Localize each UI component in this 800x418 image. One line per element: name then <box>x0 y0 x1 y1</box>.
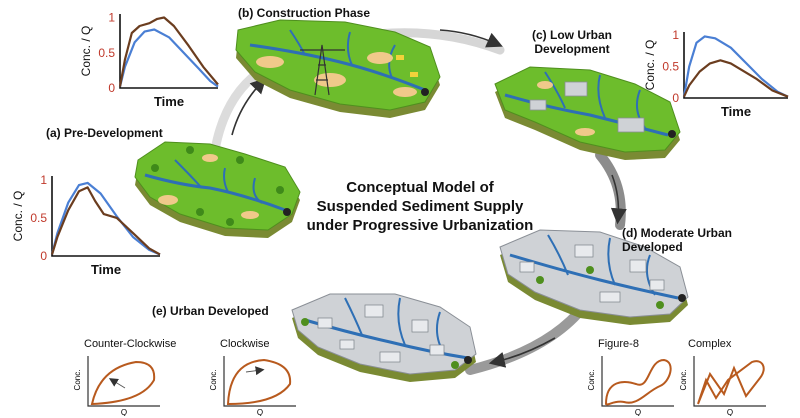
stage-label-e: (e) Urban Developed <box>152 304 269 318</box>
stage-label-c-line1: (c) Low Urban <box>532 28 612 42</box>
pattern-label-complex: Complex <box>688 338 732 350</box>
stage-label-b: (b) Construction Phase <box>238 6 371 20</box>
x-axis-label: Time <box>154 94 184 109</box>
stage-label-c-line2: Development <box>534 42 610 56</box>
y-tick-label: 0.5 <box>98 46 115 60</box>
hysteresis-counter-clockwise: Conc. Q <box>73 356 160 416</box>
cycle-arrows <box>231 29 627 368</box>
arrow-b-to-c <box>439 29 503 48</box>
island-moderate-urban <box>499 229 689 325</box>
axis-label-conc: Conc. <box>679 370 688 391</box>
island-urban-developed <box>291 293 477 382</box>
axis-label-q: Q <box>635 408 641 416</box>
arrow-d-to-e <box>488 337 556 368</box>
island-pre-development <box>134 141 301 238</box>
y-axis-label: Conc. / Q <box>643 40 657 91</box>
axis-lines <box>87 356 160 407</box>
title-line-1: Conceptual Model of <box>346 179 494 196</box>
series-line-1 <box>683 59 789 98</box>
axis-label-q: Q <box>121 408 127 416</box>
axis-label-conc: Conc. <box>73 370 82 391</box>
series-line-1 <box>50 186 161 256</box>
y-tick-label: 0 <box>40 249 47 263</box>
island-low-urban <box>494 66 681 160</box>
ring-segment-d-e <box>465 300 590 375</box>
hysteresis-figure-8: Conc. Q <box>587 356 674 416</box>
hysteresis-loop <box>90 360 156 406</box>
hysteresis-loop <box>226 358 292 406</box>
axis-lines <box>601 356 674 407</box>
series-line-0 <box>118 28 219 88</box>
stage-label-a: (a) Pre-Development <box>46 126 163 140</box>
pattern-label-clockwise: Clockwise <box>220 338 270 350</box>
axis-label-q: Q <box>257 408 263 416</box>
axis-label-conc: Conc. <box>209 370 218 391</box>
x-axis-label: Time <box>721 104 751 119</box>
hysteresis-loop <box>697 360 765 405</box>
stage-label-c: (c) Low Urban Development <box>532 28 612 56</box>
hysteresis-loop <box>604 358 672 406</box>
axis-label-q: Q <box>727 408 733 416</box>
y-axis-label: Conc. / Q <box>11 191 25 242</box>
stage-label-d: (d) Moderate Urban Developed <box>622 226 732 254</box>
pattern-label-figure-8: Figure-8 <box>598 338 639 350</box>
y-tick-label: 0 <box>672 91 679 105</box>
stage-label-d-line1: (d) Moderate Urban <box>622 226 733 240</box>
chart-axes <box>683 32 788 99</box>
series-line-1 <box>118 16 219 87</box>
y-tick-label: 0.5 <box>30 211 47 225</box>
title-line-2: Suspended Sediment Supply <box>316 198 524 215</box>
arrow-c-to-d <box>610 174 627 225</box>
y-tick-label: 1 <box>672 28 679 42</box>
axis-lines <box>693 356 766 407</box>
chart-axes <box>119 14 218 89</box>
y-tick-label: 0 <box>108 81 115 95</box>
stage-label-d-line2: Developed <box>622 240 683 254</box>
y-axis-label: Conc. / Q <box>79 26 93 77</box>
y-tick-label: 1 <box>108 11 115 25</box>
chart-axes <box>51 176 160 257</box>
hysteresis-clockwise: Conc. Q <box>209 356 296 416</box>
series-line-0 <box>50 181 161 256</box>
axis-label-conc: Conc. <box>587 370 596 391</box>
diagram-title: Conceptual Model of Suspended Sediment S… <box>300 178 540 235</box>
y-tick-label: 1 <box>40 173 47 187</box>
x-axis-label: Time <box>91 262 121 277</box>
series-line-0 <box>682 35 789 98</box>
hysteresis-complex: Conc. Q <box>679 356 766 416</box>
axis-lines <box>223 356 296 407</box>
pattern-label-counter-clockwise: Counter-Clockwise <box>84 338 177 350</box>
y-tick-label: 0.5 <box>662 60 679 74</box>
title-line-3: under Progressive Urbanization <box>306 217 534 234</box>
island-construction <box>235 19 441 118</box>
arrow-a-to-b <box>231 77 267 136</box>
